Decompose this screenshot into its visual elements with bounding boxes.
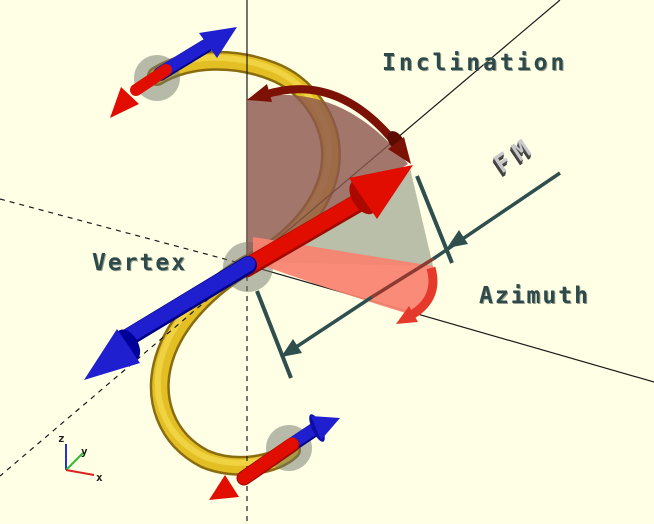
inclination-arc-arrowhead-right xyxy=(388,137,411,164)
vertex-label: Vertex xyxy=(92,250,188,276)
fm-tick-lower xyxy=(255,290,293,379)
fm-dim-arrowhead-lower xyxy=(281,339,302,357)
top-blue-arrow-head xyxy=(199,27,237,58)
azimuth-label: Azimuth xyxy=(479,283,590,309)
axis-horizontal1-positive xyxy=(246,264,654,383)
red-arrow-head xyxy=(349,165,413,219)
bottom-red-shaft xyxy=(237,437,299,485)
azimuth-arc-arrow xyxy=(396,266,438,324)
axis-horizontal1-negative xyxy=(0,198,248,266)
gizmo-y-label: y xyxy=(81,445,88,458)
blue-arrow-shaft xyxy=(114,256,256,348)
top-red-arrow-head xyxy=(110,87,139,118)
top-end-arrows xyxy=(110,27,237,118)
blue-arrow-head xyxy=(84,329,140,380)
azimuth-arc-arrowhead xyxy=(396,306,418,324)
gizmo-y-axis xyxy=(65,452,84,471)
inclination-arc-arrowhead-left xyxy=(247,84,272,102)
azimuth-arc-path xyxy=(405,266,438,321)
inclination-sector xyxy=(247,94,408,264)
fm-dim-arrowhead-upper xyxy=(447,230,468,248)
inclination-arc xyxy=(247,84,411,164)
bottom-red-arrow-head xyxy=(209,475,239,500)
gizmo-x-axis xyxy=(65,469,95,476)
red-arrow-shaft xyxy=(238,186,379,275)
gizmo-z-label: z xyxy=(58,432,65,445)
azimuth-sector xyxy=(253,237,434,316)
inclination-label: Inclination xyxy=(382,50,568,76)
bottom-end-arrows xyxy=(209,414,340,500)
gizmo-x-label: x xyxy=(96,471,103,484)
fm-dimension xyxy=(255,171,561,379)
corner-axis-gizmo xyxy=(65,444,95,476)
top-red-shaft xyxy=(130,64,172,96)
fm-dim-line-under-sector xyxy=(371,257,434,299)
vertex-normal-arrow-blue xyxy=(84,256,257,380)
vertex-tangent-arrow-red xyxy=(236,165,413,278)
bottom-blue-arrow-head xyxy=(311,416,340,440)
